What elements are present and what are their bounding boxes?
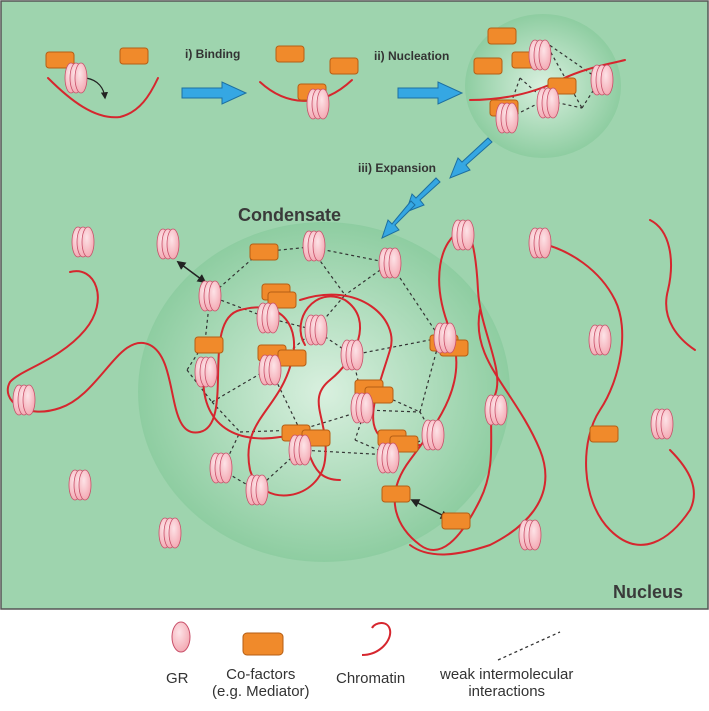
cofactor bbox=[45, 51, 75, 69]
cofactor bbox=[329, 57, 359, 75]
legend-weak-icon bbox=[497, 631, 561, 661]
legend-cofactors-label: Co-factors (e.g. Mediator) bbox=[212, 666, 310, 700]
gr-molecule bbox=[81, 226, 95, 258]
cofactor bbox=[473, 57, 503, 75]
cofactor bbox=[119, 47, 149, 65]
nucleus-label: Nucleus bbox=[613, 582, 684, 602]
step-nucleation-label: ii) Nucleation bbox=[374, 49, 450, 63]
step-expansion-label: iii) Expansion bbox=[358, 161, 437, 175]
cofactor bbox=[441, 512, 471, 530]
gr-molecule bbox=[22, 384, 36, 416]
cofactor bbox=[589, 425, 619, 443]
gr-molecule bbox=[266, 302, 280, 334]
gr-molecule bbox=[219, 452, 233, 484]
gr-molecule bbox=[600, 64, 614, 96]
gr-molecule bbox=[168, 517, 182, 549]
gr-molecule bbox=[312, 230, 326, 262]
gr-molecule bbox=[443, 322, 457, 354]
cofactor bbox=[249, 243, 279, 261]
cofactor bbox=[194, 336, 224, 354]
gr-molecule bbox=[538, 39, 552, 71]
gr-molecules bbox=[12, 39, 674, 551]
legend-cofactor-icon bbox=[242, 632, 284, 656]
gr-molecule bbox=[461, 219, 475, 251]
gr-molecule bbox=[78, 469, 92, 501]
gr-molecule bbox=[314, 314, 328, 346]
gr-molecule bbox=[208, 280, 222, 312]
legend-weak-line2: interactions bbox=[468, 683, 546, 700]
legend-cofactors-line2: (e.g. Mediator) bbox=[212, 683, 310, 700]
legend-cofactors-line1: Co-factors bbox=[226, 666, 296, 683]
legend bbox=[171, 621, 561, 661]
process-arrows bbox=[181, 81, 493, 239]
gr-molecule bbox=[494, 394, 508, 426]
gr-molecule bbox=[598, 324, 612, 356]
legend-gr-icon bbox=[171, 621, 191, 653]
condensate-label: Condensate bbox=[238, 205, 342, 225]
legend-gr-label: GR bbox=[166, 670, 189, 687]
gr-molecule bbox=[255, 474, 269, 506]
legend-chromatin-label: Chromatin bbox=[336, 670, 406, 687]
cofactor bbox=[275, 45, 305, 63]
gr-molecule bbox=[660, 408, 674, 440]
gr-molecule bbox=[350, 339, 364, 371]
cofactor bbox=[277, 349, 307, 367]
gr-molecule bbox=[74, 62, 88, 94]
gr-molecule bbox=[528, 519, 542, 551]
cofactor bbox=[381, 485, 411, 503]
cofactor bbox=[487, 27, 517, 45]
gr-molecule bbox=[388, 247, 402, 279]
gr-molecule bbox=[204, 356, 218, 388]
gr-molecule bbox=[538, 227, 552, 259]
legend-weak-line1: weak intermolecular bbox=[440, 666, 574, 683]
gr-molecule bbox=[360, 392, 374, 424]
gr-molecule bbox=[505, 102, 519, 134]
curved-arrow bbox=[85, 77, 109, 100]
gr-molecule bbox=[386, 442, 400, 474]
gr-molecule bbox=[316, 88, 330, 120]
legend-chromatin-icon bbox=[361, 622, 392, 656]
gr-molecule bbox=[431, 419, 445, 451]
exchange-arrow-top bbox=[176, 260, 207, 284]
gr-molecule bbox=[298, 434, 312, 466]
step-binding-label: i) Binding bbox=[185, 47, 241, 61]
gr-molecule bbox=[268, 354, 282, 386]
gr-molecule bbox=[166, 228, 180, 260]
legend-weak-label: weak intermolecular interactions bbox=[440, 666, 573, 700]
gr-molecule bbox=[546, 87, 560, 119]
